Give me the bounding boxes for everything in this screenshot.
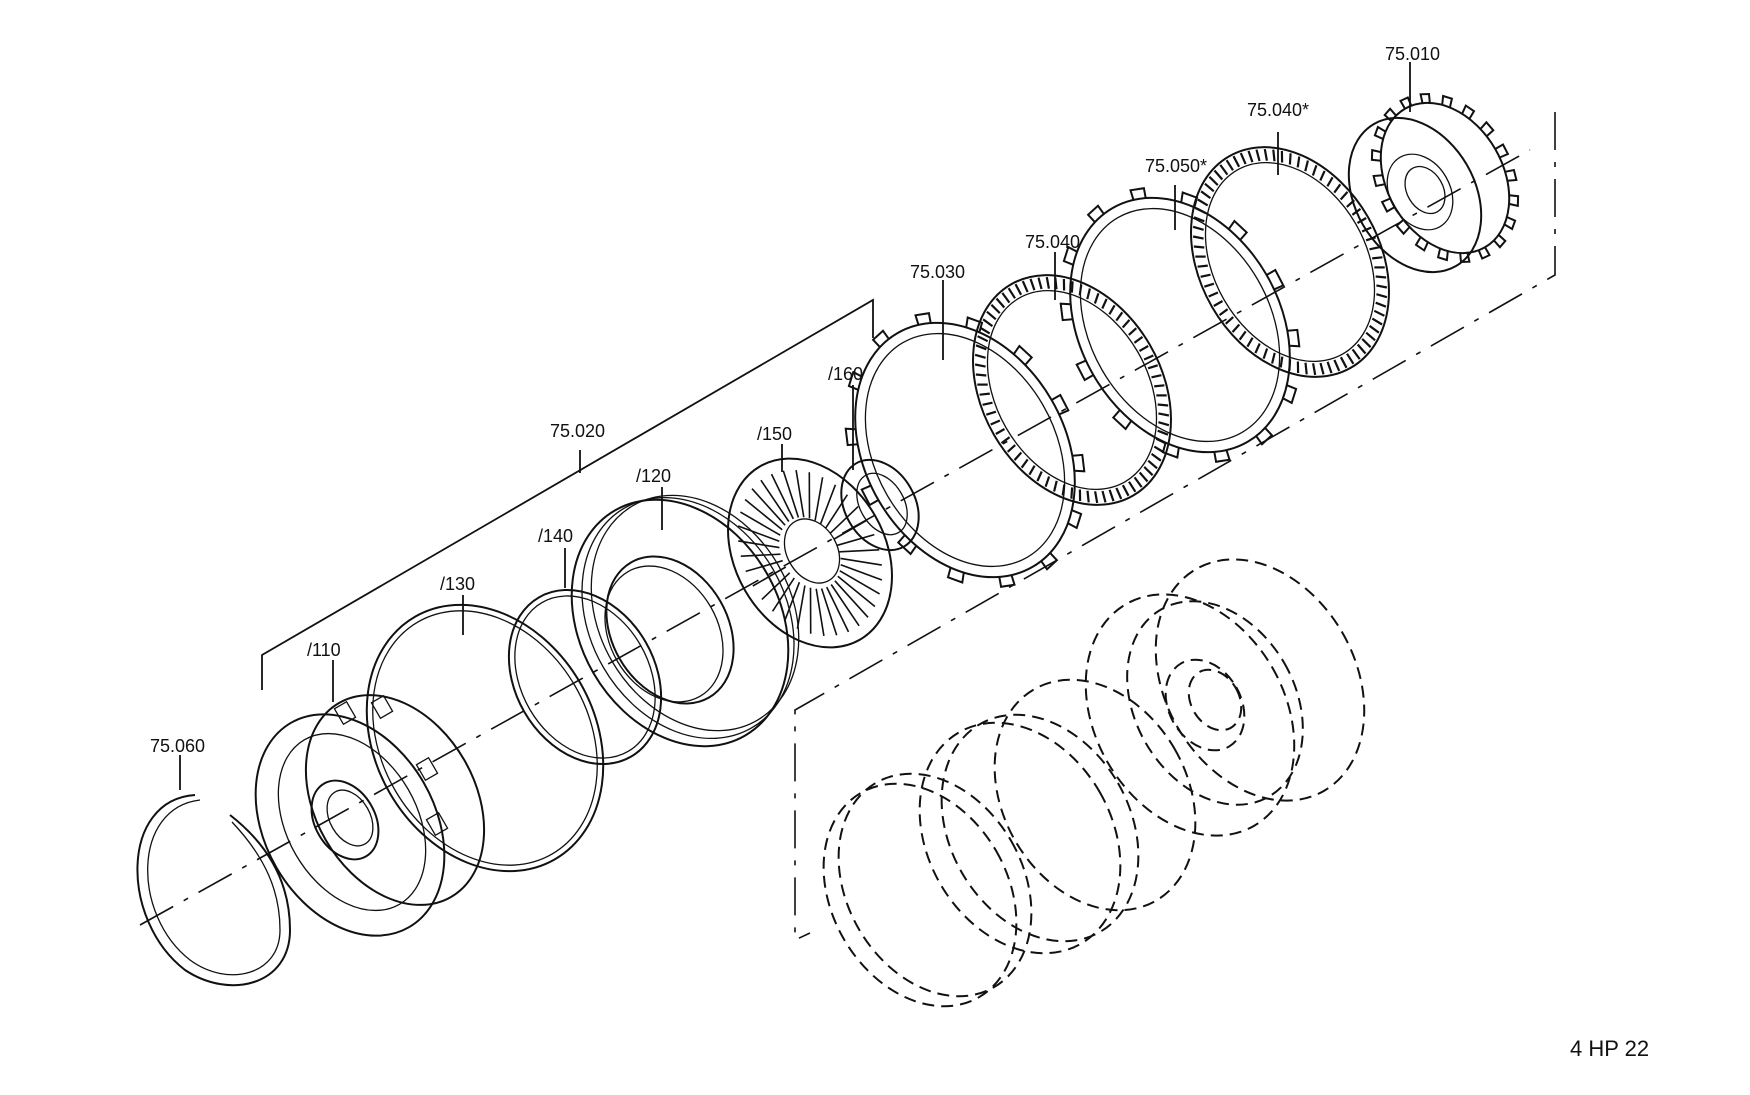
callout-150: /150 xyxy=(757,424,792,444)
center-axis xyxy=(140,150,1530,925)
callout-75020: 75.020 xyxy=(550,421,605,441)
piston-housing-110 xyxy=(217,660,520,970)
assembled-view-dashed xyxy=(785,522,1406,1042)
callout-140: /140 xyxy=(538,526,573,546)
callout-75030: 75.030 xyxy=(910,262,965,282)
plate-tabs-75030 xyxy=(846,313,1085,587)
callout-130: /130 xyxy=(440,574,475,594)
assembly-boundary-dashed xyxy=(795,112,1555,940)
retaining-ring-160 xyxy=(826,385,935,564)
o-ring-140 xyxy=(478,548,691,792)
snap-ring-75060 xyxy=(137,755,290,985)
callout-labels: 75.010 75.040* 75.050* 75.040 75.030 /16… xyxy=(150,44,1649,1061)
callout-75060: 75.060 xyxy=(150,736,205,756)
callout-120: /120 xyxy=(636,466,671,486)
inner-carrier-75010 xyxy=(1322,62,1535,296)
callout-75040: 75.040 xyxy=(1025,232,1080,252)
o-ring-130 xyxy=(320,562,651,914)
callout-160: /160 xyxy=(828,364,863,384)
callout-110: /110 xyxy=(307,640,341,660)
model-label: 4 HP 22 xyxy=(1570,1036,1649,1061)
callout-75040-star: 75.040* xyxy=(1247,100,1309,120)
callout-75050-star: 75.050* xyxy=(1145,156,1207,176)
plate-tabs-75050 xyxy=(1061,188,1300,462)
outer-plate-75050 xyxy=(1026,158,1334,492)
callout-75010: 75.010 xyxy=(1385,44,1440,64)
outer-plate-75030 xyxy=(811,280,1119,617)
